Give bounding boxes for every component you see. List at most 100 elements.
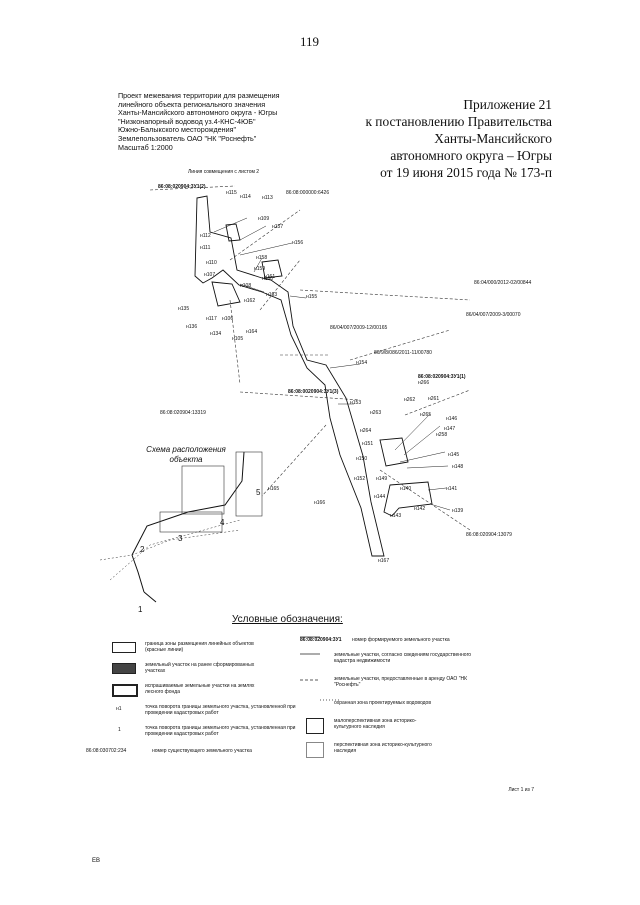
leader-line [239, 283, 265, 293]
point-label: н261 [428, 396, 440, 402]
scheme-label: 3 [178, 534, 183, 543]
point-label: н264 [360, 428, 372, 434]
point-label: н154 [356, 360, 368, 366]
point-label: н150 [356, 456, 368, 462]
point-label: н108 [240, 283, 252, 289]
point-label: н164 [246, 329, 258, 335]
point-label: н143 [390, 513, 402, 519]
legend-swatch-thick [112, 684, 138, 697]
scheme-label: 2 [140, 545, 145, 554]
point-label: н135 [178, 306, 190, 312]
point-label: н161 [264, 274, 276, 280]
legend-swatch-zone [306, 742, 324, 758]
point-label: н166 [314, 500, 326, 506]
point-label: н160 [262, 276, 274, 282]
point-label: н141 [446, 486, 458, 492]
appendix-line: Приложение 21 [463, 97, 552, 112]
point-label: н149 [376, 476, 388, 482]
project-title-line: Землепользователь ОАО "НК "Роснефть" [118, 133, 257, 143]
cadastral-number: 86/9/8/086/2011-11/00780 [374, 350, 432, 356]
scheme-label: 1 [138, 605, 143, 614]
leader-line [253, 257, 263, 273]
point-label: н112 [200, 233, 211, 239]
legend-symbol: н1 [116, 706, 122, 712]
legend-text: земельные участки, согласно сведениям го… [334, 652, 472, 665]
scheme-title: Схема расположения объекта [146, 445, 226, 464]
leader-line [394, 413, 431, 451]
point-label: н134 [210, 331, 222, 337]
match-line-label: Линия совмещения с листом 2 [188, 169, 260, 175]
point-label: н152 [354, 476, 366, 482]
point-label: н148 [452, 464, 464, 470]
leader-line [289, 295, 307, 299]
legend-text: земельный участок на ранее сформированны… [145, 662, 255, 675]
scheme-frame [235, 451, 263, 517]
appendix-heading: Приложение 21 к постановлению Правительс… [365, 96, 552, 181]
corridor-boundary [194, 195, 385, 557]
cadastral-number: 86:08:020904:13079 [466, 532, 512, 538]
legend-text: земельные участки, предоставленные в аре… [334, 676, 467, 689]
project-title-line: "Низконапорный водовод уз.4-КНС-4ЮБ" [118, 116, 256, 126]
point-label: н111 [200, 245, 211, 251]
point-label: н136 [186, 324, 198, 330]
point-label: н139 [452, 508, 464, 514]
parcel-boundary [229, 209, 301, 261]
legend-swatch-filled [112, 663, 136, 674]
leader-line [406, 465, 449, 469]
leader-line [403, 425, 441, 456]
legend-symbol: 86:08:030702:234 [86, 748, 127, 754]
point-label: н157 [272, 224, 284, 230]
point-label: н151 [362, 441, 374, 447]
page-number: 119 [300, 34, 320, 49]
cadastral-number: 86/04/007/2009-12/00165 [330, 325, 388, 331]
project-title-line: Южно-Балыкского месторождения" [118, 125, 237, 135]
project-title-line: линейного объекта регионального значения [118, 99, 266, 109]
point-label: н105 [232, 336, 244, 342]
point-label: н147 [444, 426, 456, 432]
legend-text: испрашиваемые земельные участки на земля… [145, 683, 255, 696]
parcel-boundary [259, 259, 301, 311]
parcel-boundary [261, 424, 327, 497]
legend-text: точка поворота границы земельного участк… [145, 704, 296, 717]
appendix-line: автономного округа – Югры [390, 148, 552, 163]
legend-swatch-zone [306, 718, 324, 734]
appendix-line: от 19 июня 2015 года № 173-п [380, 165, 552, 180]
leader-line [213, 217, 248, 233]
project-title: Проект межевания территории для размещен… [118, 91, 318, 152]
scheme-route [131, 451, 245, 556]
point-label: н109 [258, 216, 270, 222]
leader-line [329, 363, 361, 369]
parcel-boundary [149, 185, 236, 191]
corridor-boundary [261, 259, 283, 279]
point-label: н145 [448, 452, 460, 458]
project-title-line: Ханты-Мансийского автономного округа - Ю… [118, 108, 278, 118]
cadastral-number: 86:08:020904:3У1(2) [158, 184, 206, 190]
point-label: н258 [436, 432, 448, 438]
scheme-frame [159, 511, 223, 533]
scheme-route [131, 554, 145, 593]
scheme-boundary [99, 529, 241, 561]
leader-line [429, 503, 451, 511]
legend-text: перспективная зона историко-культурного … [334, 742, 432, 755]
point-label: н162 [244, 298, 256, 304]
appendix-line: к постановлению Правительства [365, 114, 552, 129]
corridor-boundary [211, 281, 241, 307]
point-label: н158 [256, 255, 268, 261]
parcel-boundary [299, 289, 471, 301]
point-label: н263 [370, 410, 382, 416]
point-label: н163 [266, 292, 278, 298]
point-label: н265 [420, 412, 432, 418]
corridor-boundary [379, 437, 409, 467]
legend-text: граница зоны размещения линейных объекто… [145, 641, 254, 654]
point-label: н140 [400, 486, 412, 492]
appendix-line: Ханты-Мансийского [434, 131, 552, 146]
leader-line [239, 225, 267, 241]
legend-text: точка поворота границы земельного участк… [145, 725, 296, 738]
point-label: н142 [414, 506, 426, 512]
point-label: н146 [446, 416, 458, 422]
legend-text: малоперспективная зона историко-культурн… [334, 718, 417, 731]
parcel-boundary [349, 329, 451, 361]
corridor-boundary [225, 223, 241, 242]
point-label: н159 [254, 266, 266, 272]
